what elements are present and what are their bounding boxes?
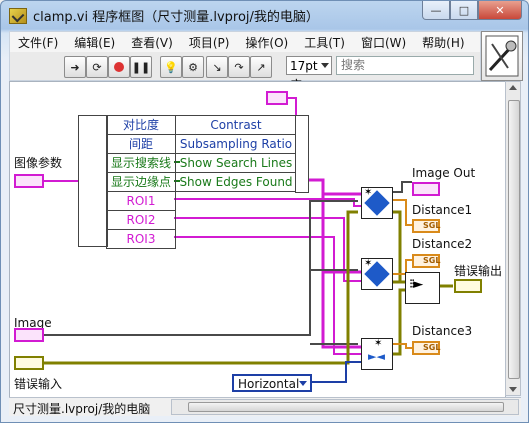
element-roi1[interactable]: ROI1	[107, 192, 175, 211]
clamp-vi-3[interactable]: ✶►◄	[361, 338, 393, 370]
toolbar: ➜ ⟳ ❚❚ 💡 ⚙ ↘ ↷ ↗ 17pt 应 搜索	[9, 52, 481, 92]
vertical-scrollbar[interactable]	[505, 81, 521, 396]
distance3-label: Distance3	[412, 324, 473, 338]
unbundle-node[interactable]	[78, 115, 108, 247]
block-diagram-canvas[interactable]: 图像参数 对比度 间距 显示搜索线 显示边缘点 ROI1 ROI2 ROI3 C…	[9, 81, 506, 398]
menu-file[interactable]: 文件(F)	[18, 35, 59, 50]
distance3-terminal[interactable]: SGL	[412, 341, 440, 355]
maximize-button[interactable]: □	[450, 1, 478, 20]
close-button[interactable]: ✕	[478, 1, 522, 20]
menu-help[interactable]: 帮助(H)	[422, 35, 465, 50]
image-out-terminal[interactable]	[412, 182, 440, 196]
element-subsampling-ratio[interactable]: Subsampling Ratio	[176, 135, 296, 154]
run-arrow-icon[interactable]: ➜	[64, 56, 86, 78]
error-out-terminal[interactable]	[454, 279, 482, 293]
menu-project[interactable]: 项目(P)	[188, 35, 230, 50]
error-in-terminal[interactable]	[14, 356, 44, 370]
menu-view[interactable]: 查看(V)	[131, 35, 173, 50]
element-roi3[interactable]: ROI3	[126, 232, 156, 246]
clamp-vi-2[interactable]: ✶	[361, 258, 393, 290]
font-size-select[interactable]: 17pt 应	[286, 56, 332, 92]
image-out-label: Image Out	[412, 166, 476, 180]
element-show-edges-found[interactable]: Show Edges Found	[179, 175, 293, 189]
cluster-constant-terminal[interactable]	[266, 91, 288, 105]
vi-icon-graphic	[485, 35, 519, 77]
menubar: 文件(F) 编辑(E) 查看(V) 项目(P) 操作(O) 工具(T) 窗口(W…	[9, 31, 481, 53]
run-continuous-icon[interactable]: ⟳	[86, 56, 108, 78]
image-params-label: 图像参数	[14, 156, 63, 170]
bundle-node[interactable]	[295, 115, 309, 193]
element-show-search-lines-cn[interactable]: 显示搜索线	[107, 154, 175, 173]
unbundle-elements-table: 对比度 间距 显示搜索线 显示边缘点 ROI1 ROI2 ROI3	[106, 115, 176, 249]
image-terminal[interactable]	[14, 328, 44, 342]
element-spacing-cn[interactable]: 间距	[107, 135, 175, 154]
element-roi2[interactable]: ROI2	[107, 211, 175, 230]
titlebar: clamp.vi 程序框图（尺寸测量.lvproj/我的电脑） — □ ✕	[1, 1, 528, 29]
window-title: clamp.vi 程序框图（尺寸测量.lvproj/我的电脑）	[33, 10, 319, 25]
bundle-elements-table: Contrast Subsampling Ratio Show Search L…	[175, 115, 297, 192]
distance1-terminal[interactable]: SGL	[412, 219, 440, 233]
image-params-terminal[interactable]	[14, 174, 44, 188]
horizontal-scroll-thumb[interactable]	[188, 402, 504, 412]
element-contrast[interactable]: Contrast	[176, 116, 296, 135]
abort-icon[interactable]	[108, 56, 130, 78]
search-input[interactable]: 搜索	[336, 56, 474, 75]
window-controls: — □ ✕	[422, 1, 522, 21]
direction-enum-constant[interactable]: Horizontal	[232, 374, 312, 392]
step-into-icon[interactable]: ↘	[206, 56, 228, 78]
scroll-down-icon[interactable]	[509, 387, 517, 392]
element-show-search-lines[interactable]: Show Search Lines	[176, 154, 296, 173]
wires-layer	[40, 97, 453, 383]
error-in-label: 错误输入	[14, 377, 63, 391]
horizontal-scrollbar[interactable]	[171, 399, 519, 415]
distance2-terminal[interactable]: SGL	[412, 254, 440, 268]
labview-app-icon	[9, 8, 27, 24]
error-out-label: 错误输出	[454, 264, 503, 278]
minimize-button[interactable]: —	[422, 1, 450, 20]
menu-operate[interactable]: 操作(O)	[245, 35, 289, 50]
menu-tools[interactable]: 工具(T)	[304, 35, 345, 50]
highlight-bulb-icon[interactable]: 💡	[160, 56, 182, 78]
pause-icon[interactable]: ❚❚	[130, 56, 152, 78]
image-label: Image	[14, 316, 52, 330]
project-path: 尺寸测量.lvproj/我的电脑	[13, 402, 151, 416]
step-over-icon[interactable]: ↷	[228, 56, 250, 78]
menu-edit[interactable]: 编辑(E)	[74, 35, 116, 50]
merge-errors-node[interactable]: ⁝⁝►	[405, 272, 440, 304]
element-show-edge-points-cn[interactable]: 显示边缘点	[107, 173, 175, 192]
retain-wire-icon[interactable]: ⚙	[182, 56, 204, 78]
distance2-label: Distance2	[412, 237, 473, 251]
step-out-icon[interactable]: ↗	[250, 56, 272, 78]
scroll-up-icon[interactable]	[509, 85, 517, 90]
distance1-label: Distance1	[412, 203, 473, 217]
status-bar: 尺寸测量.lvproj/我的电脑	[9, 397, 521, 416]
menu-window[interactable]: 窗口(W)	[360, 35, 407, 50]
element-contrast-cn[interactable]: 对比度	[107, 116, 175, 135]
clamp-vi-1[interactable]: ✶	[361, 187, 393, 219]
vi-icon-connector[interactable]	[481, 31, 523, 81]
vertical-scroll-thumb[interactable]	[508, 100, 520, 379]
